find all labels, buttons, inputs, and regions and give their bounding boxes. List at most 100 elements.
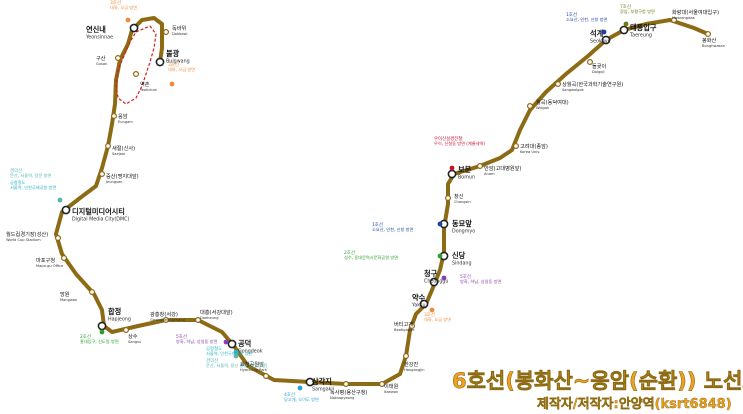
station-label-yeokchon: 역촌 xyxy=(140,80,150,88)
station-label-en-itaewon: Itaewon xyxy=(384,390,398,394)
transfer-arrow-samgakji xyxy=(297,385,303,391)
transfer-dest-dmc: 문산, 서울역, 용문 방면 xyxy=(10,172,51,179)
transfer-arrow-sindang xyxy=(437,253,443,259)
station-label-wolgok: 월곡(동덕여대) xyxy=(536,98,569,106)
station-label-korea_univ: 고려대(종암) xyxy=(520,142,548,150)
station-itaewon xyxy=(379,381,386,388)
station-label-dokbawi: 독바위 xyxy=(172,24,187,32)
station-label-en-hapjeong: Hapjeong xyxy=(108,317,131,323)
transfer-dest-sindang: 성수, 동대문역사문화공원 방면 xyxy=(344,254,398,261)
transfer-arrow-bulgwang xyxy=(169,81,175,87)
station-label-en-mapogu: Mapo-gu Office xyxy=(36,264,64,268)
station-label-en-gwangheungchang: Gwangheungchang xyxy=(150,318,185,322)
station-label-en-changsin: Changsin xyxy=(454,200,471,204)
station-label-sindang: 신당 xyxy=(452,251,466,260)
transfer-arrow-seokgye xyxy=(601,29,607,35)
station-label-en-eungam2: Eungam xyxy=(118,120,133,124)
transfer-line-gongdeok_gyeongui: 경의선 xyxy=(206,357,218,364)
transfer-arrow-hapjeong xyxy=(99,329,105,335)
station-mapogu xyxy=(60,255,67,262)
station-gusan xyxy=(114,54,121,61)
station-label-noksapyeong: 녹사평(용산구청) xyxy=(330,388,367,396)
station-label-gongdeok: 공덕 xyxy=(238,339,251,348)
transfer-line-sindang: 2호선 xyxy=(344,249,355,256)
transfer-dest-hapjeong: 홍대입구, 신도림 방면 xyxy=(80,338,119,345)
transfer-dest-gongdeok_5: 방화, 하남, 상일동 방면 xyxy=(176,338,217,345)
station-hyochang xyxy=(263,373,270,380)
station-yaksu xyxy=(419,299,429,309)
station-label-dolgoji: 돌곶이 xyxy=(592,62,607,70)
station-label-dongmyo: 동묘앞 xyxy=(452,219,472,228)
transfer-arrow-bomun xyxy=(449,165,455,171)
transfer-dest-bulgwang: 대화, 오금 방면 xyxy=(168,66,195,73)
station-saejeol xyxy=(104,143,111,150)
station-label-en-cheonggu: Cheonggu xyxy=(424,279,448,285)
station-label-saejeol: 새절(신사) xyxy=(112,144,135,152)
station-label-en-anam: Anam xyxy=(484,172,495,176)
station-label-worldcup: 월드컵경기장(성산) xyxy=(6,230,48,238)
transfer-dest-samgakji: 당고개, 오이도 방면 xyxy=(284,396,319,403)
station-label-en-worldcup: World Cup Stadium xyxy=(6,238,41,242)
transfer-arrow-yeonsinnae xyxy=(125,17,131,23)
transfer-arrow-cheonggu xyxy=(441,275,447,281)
station-yeonsinnae xyxy=(129,23,139,33)
transfer-dest2-dmc: 서울역, 인천국제공항 방면 xyxy=(10,184,57,191)
station-changsin xyxy=(445,195,452,202)
transfer-line-taereung: 7호선 xyxy=(620,3,631,10)
station-label-en-yaksu: Yaksu xyxy=(411,303,426,309)
transfer-dest-cheonggu: 방화, 하남, 상일동 방면 xyxy=(460,278,501,285)
station-label-yaksu: 약수 xyxy=(412,293,426,302)
transfer-line-gongdeok_5: 5호선 xyxy=(176,333,187,340)
station-taereung xyxy=(619,25,629,35)
station-label-bonghwasan: 봉화산 xyxy=(702,36,717,44)
station-label-en-korea_univ: Korea Univ. xyxy=(520,150,540,154)
station-label-en-jeungsan: Jeungsan xyxy=(105,180,122,184)
station-label-hapjeong: 합정 xyxy=(108,307,121,316)
station-anam xyxy=(477,163,484,170)
station-label-en-saejeol: Saejeol xyxy=(112,152,125,156)
transfer-dest-seokgye: 소요산, 인천, 신창 방면 xyxy=(566,16,607,22)
station-label-en-dokbawi: Dokbawi xyxy=(172,32,187,36)
station-label-en-dolgoji: Dolgoji xyxy=(592,70,604,74)
transfer-dest-yeonsinnae: 대화, 오금 방면 xyxy=(110,4,137,11)
transfer-arrow-gongdeok_air xyxy=(233,349,239,355)
station-label-jeungsan: 증산(명지대앞) xyxy=(106,172,139,180)
station-label-mapogu: 마포구청 xyxy=(36,256,55,264)
station-label-beotigogae: 버티고개 xyxy=(394,320,413,328)
station-label-en-dmc: Digital Media City(DMC) xyxy=(72,217,129,223)
station-bulgwang xyxy=(155,57,165,67)
station-seokgye xyxy=(601,35,611,45)
transfer-arrow-yaksu xyxy=(429,307,435,313)
station-label-en-bomun: Bomun xyxy=(458,175,475,181)
station-bonghwasan xyxy=(704,31,711,38)
station-hangangjin xyxy=(403,353,410,360)
station-hwarangdae xyxy=(670,17,677,24)
station-mangwon xyxy=(88,289,95,296)
transfer-line-dongmyo: 1호선 xyxy=(372,221,383,228)
station-label-en-gusan: Gusan xyxy=(96,62,107,66)
station-label-en-seokgye: Seokgye xyxy=(590,39,611,45)
transfer-line-gongdeok_air: 공항철도 xyxy=(206,345,222,352)
line-6-track xyxy=(54,16,710,386)
transfer-arrow-dmc xyxy=(57,197,63,203)
station-label-hwarangdae: 화랑대(서울여대입구) xyxy=(672,8,719,16)
transfer-line2-dmc: 공항철도 xyxy=(10,179,26,185)
station-label-en-wolgok: Wolgok xyxy=(536,106,550,110)
transfer-line-bomun: 우이신설경전철 xyxy=(434,135,462,142)
station-label-mangwon: 망원 xyxy=(60,290,70,298)
station-sangwolgok xyxy=(554,80,561,87)
station-label-en-hangangjin: Hangangjin xyxy=(404,368,425,372)
station-label-en-noksapyeong: Noksapyeong xyxy=(330,396,354,400)
station-noksapyeong xyxy=(343,381,350,388)
station-dmc xyxy=(61,205,71,215)
station-hapjeong xyxy=(97,321,107,331)
station-label-sangsu: 상수 xyxy=(128,332,138,340)
station-label-seokgye: 석계 xyxy=(590,29,604,38)
station-label-en-samgakji: Samgakji xyxy=(312,387,334,393)
station-label-en-yeokchon: Yeokchon xyxy=(140,88,157,92)
station-jeungsan xyxy=(98,171,105,178)
station-label-itaewon: 이태원 xyxy=(384,382,399,390)
station-worldcup xyxy=(54,235,61,242)
